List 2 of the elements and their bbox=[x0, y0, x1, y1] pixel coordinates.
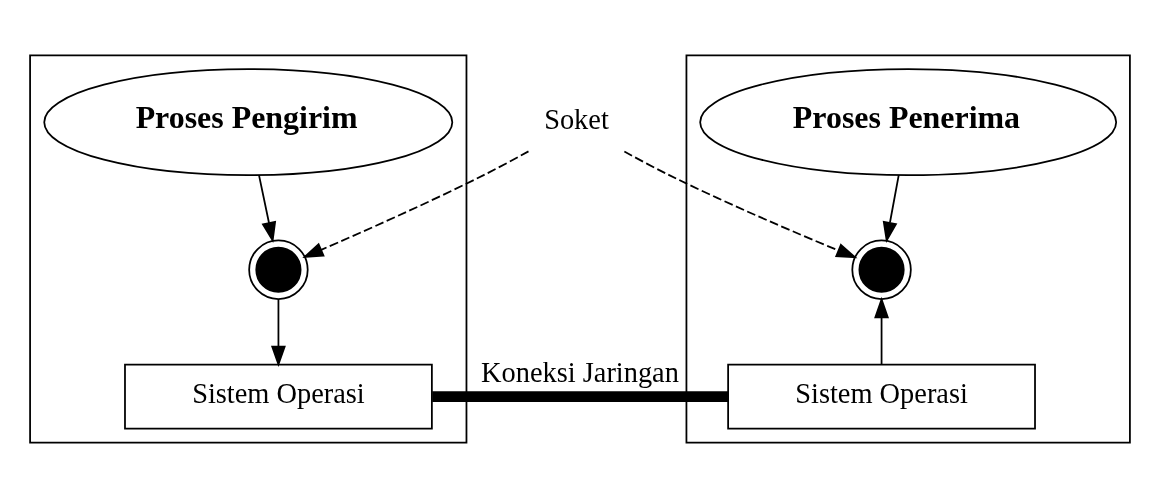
node-text: Soket bbox=[544, 103, 609, 135]
edge-label: Koneksi Jaringan bbox=[481, 357, 679, 389]
